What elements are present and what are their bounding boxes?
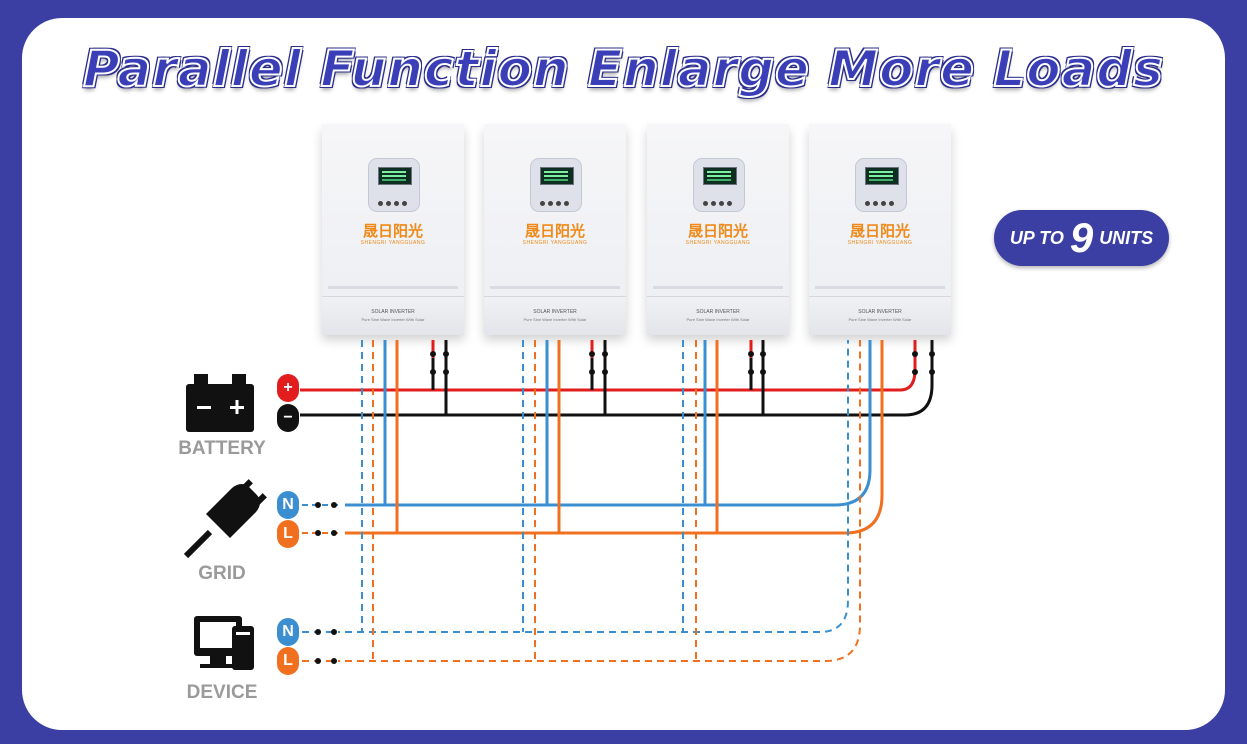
inverter-unit-4: 晟日阳光 SHENGRI YANGGUANG SOLAR INVERTER Pu… [809, 124, 951, 335]
device-live-bus [345, 340, 861, 662]
badge-suffix: UNITS [1099, 227, 1154, 248]
battery-label: BATTERY [178, 438, 266, 459]
device-live-terminal: L [277, 647, 299, 675]
inverter-unit-1: 晟日阳光 SHENGRI YANGGUANG SOLAR INVERTER Pu… [322, 124, 464, 335]
battery-drop-3 [749, 340, 765, 415]
control-panel [368, 158, 420, 212]
device-label: DEVICE [186, 682, 258, 703]
inverter-brand: 晟日阳光 [687, 222, 748, 240]
inverter-model-sub: Pure Sine Wave Inverter With Solar [361, 317, 425, 322]
inverter-model: SOLAR INVERTER [371, 309, 415, 315]
inverter-model: SOLAR INVERTER [533, 309, 577, 315]
control-panel [693, 158, 745, 212]
inverter-model-sub: Pure Sine Wave Inverter With Solar [686, 317, 750, 322]
battery-negative-bus [300, 340, 934, 417]
inverter-model-sub: Pure Sine Wave Inverter With Solar [523, 317, 587, 322]
grid-label: GRID [198, 563, 246, 584]
lcd-screen [703, 167, 737, 185]
battery-minus-terminal: − [277, 404, 299, 432]
lcd-screen [540, 167, 574, 185]
units-badge: UP TO 9 UNITS [994, 210, 1169, 266]
plug-icon [183, 479, 267, 559]
lcd-screen [865, 167, 899, 185]
lcd-screen [378, 167, 412, 185]
inverter-model: SOLAR INVERTER [858, 309, 902, 315]
inverter-brand-en: SHENGRI YANGGUANG [847, 240, 913, 246]
device-neutral-terminal: N [277, 618, 299, 646]
grid-neutral-terminal: N [277, 491, 299, 519]
badge-number: 9 [1069, 214, 1094, 261]
computer-icon [194, 616, 254, 670]
inverter-brand-en: SHENGRI YANGGUANG [522, 240, 588, 246]
inverter-brand: 晟日阳光 [524, 222, 585, 240]
battery-positive-bus [300, 340, 917, 392]
device-neutral-bus [345, 340, 849, 633]
badge-prefix: UP TO [1009, 227, 1064, 248]
inverter-model: SOLAR INVERTER [696, 309, 740, 315]
battery-drop-1 [431, 340, 448, 415]
inverter-model-sub: Pure Sine Wave Inverter With Solar [848, 317, 912, 322]
control-panel [855, 158, 907, 212]
inverter-unit-2: 晟日阳光 SHENGRI YANGGUANG SOLAR INVERTER Pu… [484, 124, 626, 335]
inverter-unit-3: 晟日阳光 SHENGRI YANGGUANG SOLAR INVERTER Pu… [647, 124, 789, 335]
battery-drop-2 [590, 340, 607, 415]
battery-plus-terminal: + [277, 374, 299, 402]
control-panel [530, 158, 582, 212]
inverter-brand-en: SHENGRI YANGGUANG [360, 240, 426, 246]
diagram-title: Parallel Function Enlarge More Loads [82, 39, 1164, 99]
battery-icon [186, 374, 254, 432]
grid-live-terminal: L [277, 520, 299, 548]
grid-neutral-bus [345, 340, 872, 507]
inverter-brand-en: SHENGRI YANGGUANG [685, 240, 751, 246]
grid-live-bus [345, 340, 884, 535]
inverter-brand: 晟日阳光 [849, 222, 910, 240]
inverter-brand: 晟日阳光 [362, 222, 423, 240]
